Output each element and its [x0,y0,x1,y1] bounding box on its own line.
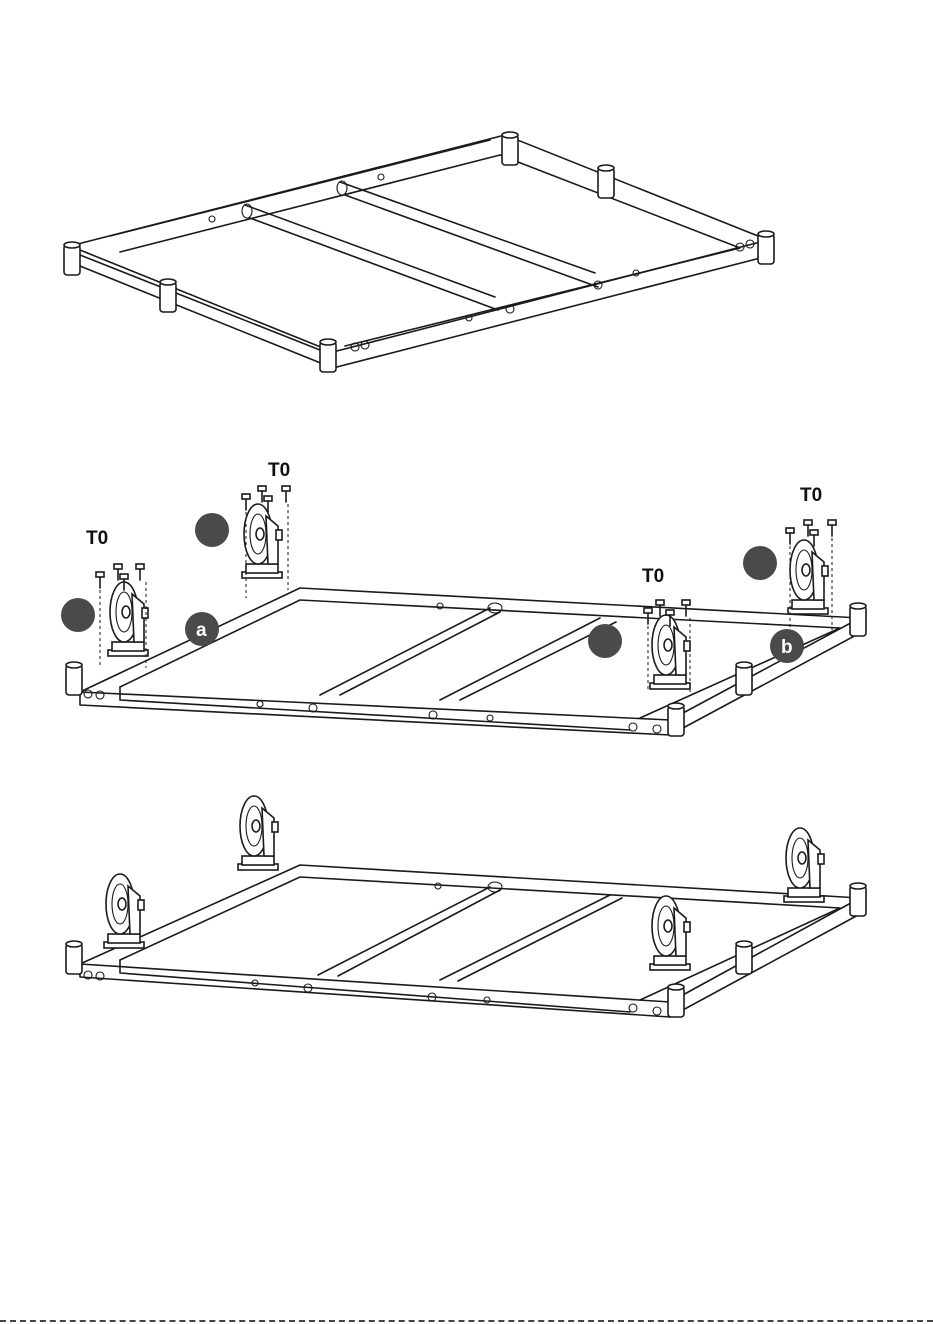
step-badge-2 [61,598,95,632]
step-badge-1 [195,513,229,547]
screw-label-2: T0 [86,528,108,549]
part-a-label: a [196,620,207,641]
screw-label-4: T0 [642,566,664,587]
step-badge-4 [588,624,622,658]
step-badge-3 [743,546,777,580]
page-cut-line [0,1320,933,1322]
screw-label-1: T0 [268,460,290,481]
top-frame [64,132,774,372]
screw-label-3: T0 [800,485,822,506]
part-b-label: b [781,637,793,658]
bottom-frame [66,796,866,1017]
middle-frame [66,486,866,736]
